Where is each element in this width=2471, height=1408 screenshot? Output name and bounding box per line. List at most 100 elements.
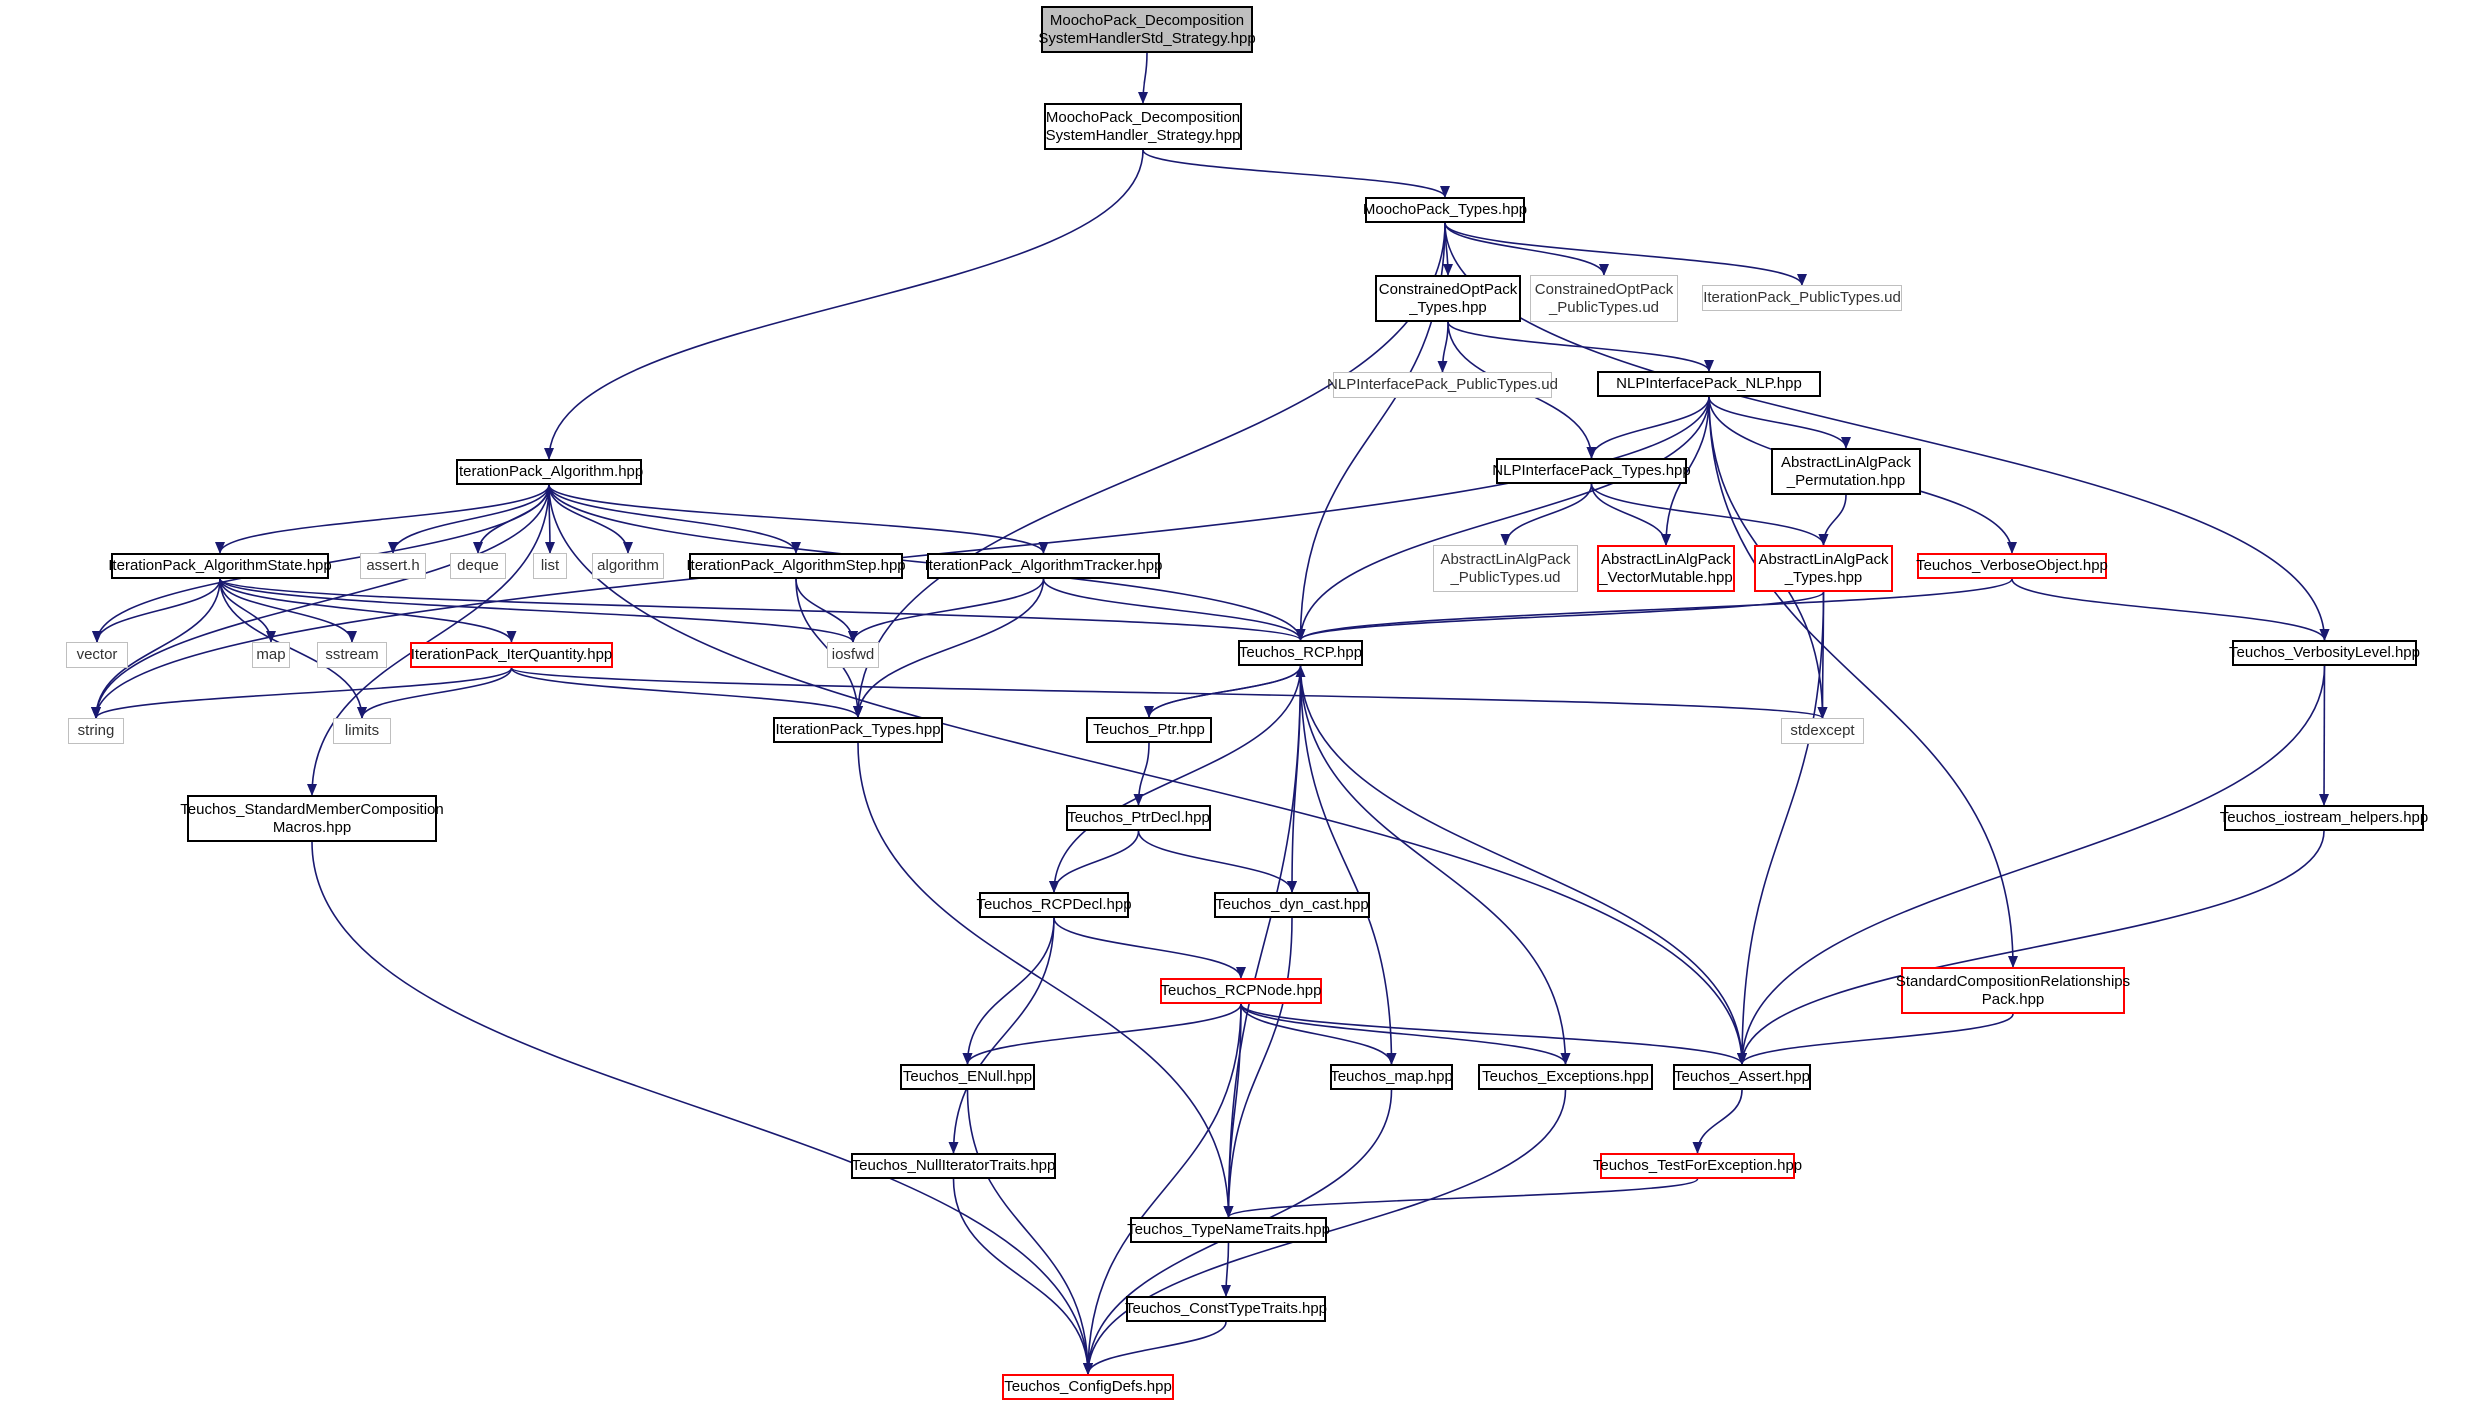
edge-n27-n47 — [1223, 665, 1302, 1218]
graph-node-n2[interactable]: MoochoPack_Types.hpp — [1363, 197, 1527, 223]
graph-node-n23[interactable]: map — [252, 642, 290, 668]
graph-node-n43[interactable]: Teuchos_Exceptions.hpp — [1478, 1064, 1653, 1090]
graph-node-n21[interactable]: Teuchos_VerboseObject.hpp — [1916, 553, 2108, 579]
graph-node-n0[interactable]: MoochoPack_Decomposition SystemHandlerSt… — [1038, 6, 1256, 53]
edge-n44-n46 — [1692, 1089, 1743, 1154]
graph-node-n36[interactable]: Teuchos_iostream_helpers.hpp — [2220, 805, 2428, 831]
edge-n38-n47 — [1223, 917, 1293, 1218]
edge-n25-n29 — [91, 667, 513, 719]
graph-node-n16[interactable]: IterationPack_AlgorithmStep.hpp — [686, 553, 906, 579]
edge-n8-n12 — [388, 484, 550, 554]
edge-n25-n33 — [510, 667, 1827, 719]
edge-n20-n44 — [1737, 591, 1825, 1065]
graph-node-n35[interactable]: Teuchos_PtrDecl.hpp — [1066, 805, 1211, 831]
edge-layer — [91, 52, 2330, 1375]
edge-n25-n30 — [357, 667, 513, 719]
graph-node-n11[interactable]: IterationPack_AlgorithmState.hpp — [108, 553, 332, 579]
edge-n37-n41 — [962, 917, 1055, 1065]
edge-n34-n49 — [311, 841, 1093, 1375]
graph-node-n37[interactable]: Teuchos_RCPDecl.hpp — [976, 892, 1132, 918]
graph-node-n6[interactable]: NLPInterfacePack_PublicTypes.ud — [1327, 372, 1558, 398]
graph-node-n14[interactable]: list — [533, 553, 567, 579]
edge-n39-n43 — [1240, 1003, 1571, 1065]
graph-node-n3[interactable]: ConstrainedOptPack _Types.hpp — [1375, 275, 1521, 322]
edge-n39-n41 — [962, 1003, 1242, 1065]
edge-n8-n11 — [215, 484, 550, 554]
graph-node-n42[interactable]: Teuchos_map.hpp — [1330, 1064, 1453, 1090]
graph-node-n41[interactable]: Teuchos_ENull.hpp — [900, 1064, 1035, 1090]
edge-n8-n29 — [91, 484, 550, 719]
graph-node-n28[interactable]: Teuchos_VerbosityLevel.hpp — [2229, 640, 2420, 666]
graph-node-n4[interactable]: ConstrainedOptPack _PublicTypes.ud — [1530, 275, 1678, 322]
graph-node-n46[interactable]: Teuchos_TestForException.hpp — [1593, 1153, 1802, 1179]
edge-n17-n31 — [853, 578, 1045, 718]
edge-n39-n42 — [1240, 1003, 1397, 1065]
edge-n11-n25 — [219, 578, 517, 643]
edge-n8-n17 — [548, 484, 1049, 554]
edge-n32-n27 — [1148, 665, 1306, 718]
graph-node-n9[interactable]: NLPInterfacePack_Types.hpp — [1492, 458, 1691, 484]
edge-n37-n45 — [948, 917, 1055, 1154]
graph-node-n39[interactable]: Teuchos_RCPNode.hpp — [1160, 978, 1322, 1004]
graph-node-n33[interactable]: stdexcept — [1781, 718, 1864, 744]
graph-node-n26[interactable]: iosfwd — [827, 642, 879, 668]
edge-n46-n47 — [1223, 1178, 1699, 1218]
graph-node-n7[interactable]: NLPInterfacePack_NLP.hpp — [1597, 371, 1821, 397]
edge-n45-n49 — [952, 1178, 1093, 1375]
edge-n37-n39 — [1053, 917, 1246, 979]
graph-node-n49[interactable]: Teuchos_ConfigDefs.hpp — [1002, 1374, 1174, 1400]
graph-node-n12[interactable]: assert.h — [360, 553, 426, 579]
graph-node-n34[interactable]: Teuchos_StandardMemberComposition Macros… — [180, 795, 444, 842]
graph-node-n8[interactable]: IterationPack_Algorithm.hpp — [455, 459, 643, 485]
graph-node-n29[interactable]: string — [68, 718, 124, 744]
graph-node-n27[interactable]: Teuchos_RCP.hpp — [1238, 640, 1363, 666]
graph-node-n18[interactable]: AbstractLinAlgPack _PublicTypes.ud — [1433, 545, 1578, 592]
edge-n8-n44 — [548, 484, 1747, 1065]
graph-node-n19[interactable]: AbstractLinAlgPack _VectorMutable.hpp — [1597, 545, 1735, 592]
graph-node-n38[interactable]: Teuchos_dyn_cast.hpp — [1214, 892, 1370, 918]
graph-node-n47[interactable]: Teuchos_TypeNameTraits.hpp — [1127, 1217, 1330, 1243]
graph-node-n32[interactable]: Teuchos_Ptr.hpp — [1086, 717, 1212, 743]
graph-node-n40[interactable]: StandardCompositionRelationships Pack.hp… — [1896, 967, 2130, 1014]
graph-node-n45[interactable]: Teuchos_NullIteratorTraits.hpp — [851, 1153, 1056, 1179]
graph-node-n17[interactable]: IterationPack_AlgorithmTracker.hpp — [925, 553, 1162, 579]
graph-node-n48[interactable]: Teuchos_ConstTypeTraits.hpp — [1125, 1296, 1327, 1322]
edge-n11-n27 — [219, 578, 1306, 641]
graph-node-n25[interactable]: IterationPack_IterQuantity.hpp — [410, 642, 613, 668]
graph-node-n44[interactable]: Teuchos_Assert.hpp — [1673, 1064, 1811, 1090]
graph-node-n1[interactable]: MoochoPack_Decomposition SystemHandler_S… — [1044, 103, 1242, 150]
edge-n11-n23 — [219, 578, 276, 643]
edge-n7-n9 — [1586, 396, 1710, 459]
edge-n35-n37 — [1049, 830, 1140, 893]
edge-n39-n49 — [1083, 1003, 1242, 1375]
edge-n7-n19 — [1661, 396, 1710, 546]
edge-n35-n38 — [1137, 830, 1297, 893]
graph-node-n20[interactable]: AbstractLinAlgPack _Types.hpp — [1754, 545, 1893, 592]
edge-n31-n47 — [857, 742, 1234, 1218]
edge-n11-n24 — [219, 578, 357, 643]
edge-n2-n4 — [1444, 222, 1609, 276]
graph-node-n5[interactable]: IterationPack_PublicTypes.ud — [1702, 285, 1902, 311]
edge-n11-n26 — [219, 578, 858, 643]
edge-n1-n2 — [1142, 149, 1450, 198]
graph-node-n24[interactable]: sstream — [317, 642, 387, 668]
edge-n47-n48 — [1221, 1242, 1232, 1297]
edge-n21-n27 — [1295, 578, 2013, 641]
graph-node-n10[interactable]: AbstractLinAlgPack _Permutation.hpp — [1771, 448, 1921, 495]
edge-n27-n44 — [1299, 665, 1747, 1065]
edge-n36-n44 — [1737, 830, 2325, 1065]
edge-n17-n27 — [1042, 578, 1306, 641]
graph-node-n30[interactable]: limits — [333, 718, 391, 744]
edge-n3-n7 — [1447, 321, 1714, 372]
edge-n7-n27 — [1295, 396, 1710, 641]
edge-n39-n44 — [1240, 1003, 1747, 1065]
graph-node-n22[interactable]: vector — [66, 642, 128, 668]
graph-node-n13[interactable]: deque — [450, 553, 506, 579]
graph-node-n31[interactable]: IterationPack_Types.hpp — [773, 717, 943, 743]
edge-n11-n29 — [91, 578, 221, 719]
graph-node-n15[interactable]: algorithm — [592, 553, 664, 579]
edge-n28-n36 — [2319, 665, 2330, 806]
edge-n10-n20 — [1818, 494, 1847, 546]
edge-n32-n35 — [1133, 742, 1150, 806]
edge-n7-n40 — [1708, 396, 2018, 968]
